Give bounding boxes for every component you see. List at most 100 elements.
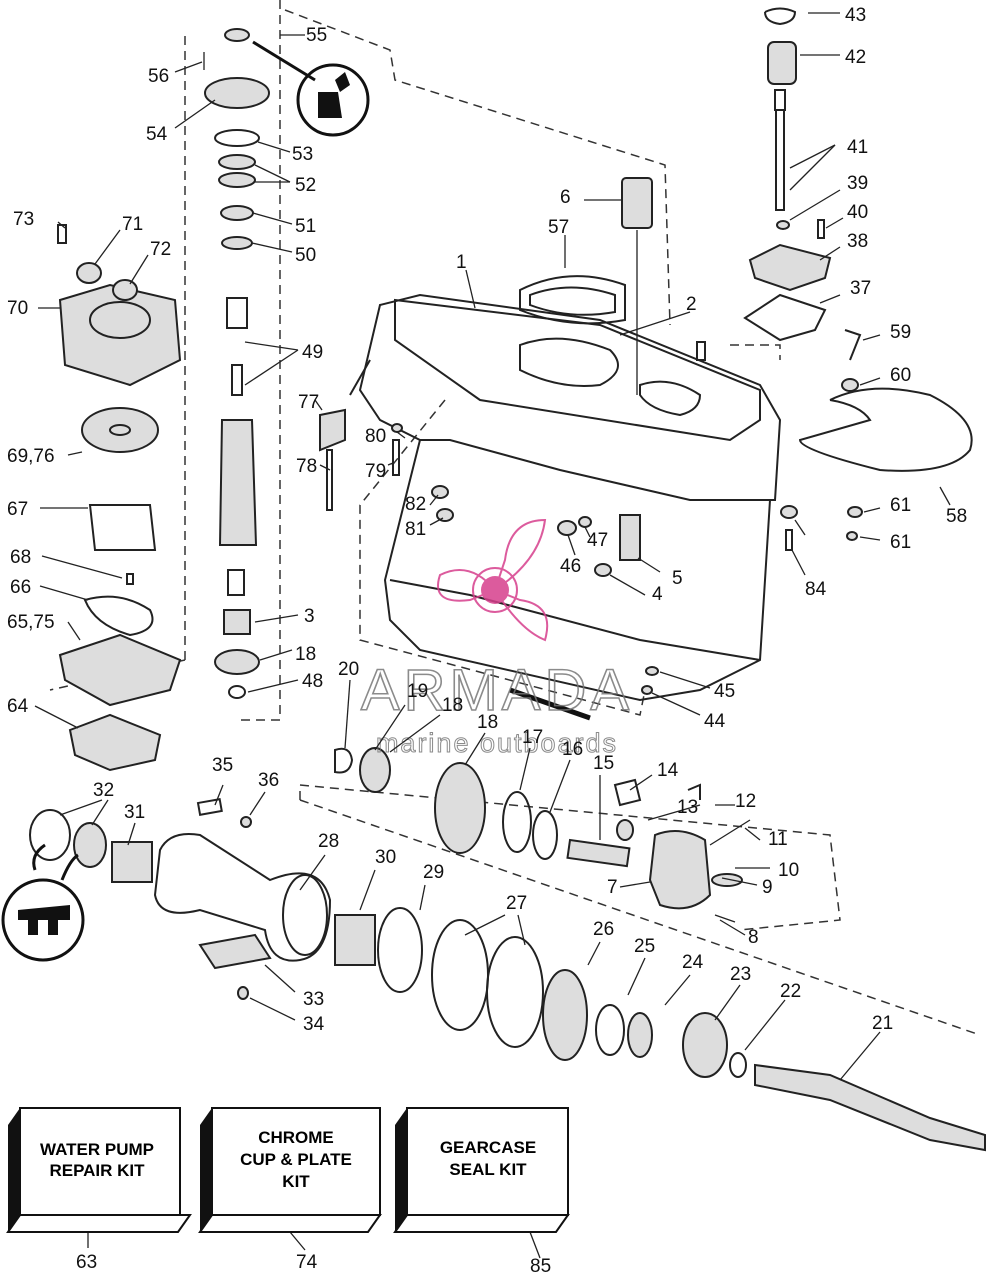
callout-38: 37	[850, 278, 871, 299]
callout-65-75: 65,75	[7, 612, 55, 633]
callout-28: 27	[506, 893, 527, 914]
callout-83: 84	[805, 579, 827, 600]
callout-30: 29	[423, 862, 444, 883]
leader-lines	[34, 12, 951, 1259]
propeller-shaft-assembly	[334, 747, 751, 923]
callout-54: 53	[292, 144, 313, 165]
watermark-brand: ARMADA	[361, 658, 633, 723]
water-pump-parts	[57, 224, 182, 772]
callout-79: 79	[365, 461, 386, 482]
callout-71: 71	[122, 214, 143, 235]
bearing-carrier-assembly	[29, 798, 986, 1152]
callout-16: 16	[562, 739, 583, 760]
grease-tube-icon	[1, 843, 85, 962]
callout-39: 38	[847, 231, 868, 252]
callout-53: 52	[295, 175, 316, 196]
gearcase-housing	[349, 293, 782, 702]
callout-7: 7	[607, 877, 618, 898]
callout-labels: 43 42 41 39 40 38 37 59 60 58 61 61 84 6…	[7, 5, 967, 1035]
callout-80: 80	[365, 426, 386, 447]
callout-32: 31	[124, 802, 145, 823]
callout-58: 57	[548, 217, 569, 238]
callout-56: 55	[306, 25, 327, 46]
callout-66: 66	[10, 577, 31, 598]
callout-77: 77	[298, 392, 319, 413]
callout-82: 82	[405, 494, 426, 515]
callout-27: 26	[593, 919, 614, 940]
callout-20: 19	[407, 681, 428, 702]
kit-number-63: 63	[76, 1252, 97, 1273]
callout-64: 64	[7, 696, 29, 717]
callout-29: 28	[318, 831, 339, 852]
callout-22: 21	[872, 1013, 893, 1034]
callout-15: 15	[593, 753, 614, 774]
callout-3: 3	[304, 606, 315, 627]
callout-13: 13	[677, 797, 698, 818]
callout-19: 18	[442, 695, 463, 716]
callout-45: 44	[704, 711, 726, 732]
callout-44: 43	[845, 5, 866, 26]
callout-72: 72	[150, 239, 171, 260]
callout-35: 34	[303, 1014, 325, 1035]
callout-34: 33	[303, 989, 324, 1010]
propeller-logo-icon	[472, 567, 518, 613]
kit-number-85: 85	[530, 1256, 551, 1273]
watermark: ARMADA marine outboards	[360, 518, 633, 759]
callout-73: 73	[13, 209, 34, 230]
callout-41: 40	[847, 202, 868, 223]
callout-52: 51	[295, 216, 316, 237]
callout-4: 4	[652, 584, 663, 605]
callout-26: 25	[634, 936, 655, 957]
callout-67: 67	[7, 499, 28, 520]
callout-9: 9	[762, 877, 773, 898]
callout-23: 22	[780, 981, 801, 1002]
callout-42: 41	[847, 137, 868, 158]
drive-shaft-stack	[203, 28, 270, 699]
callout-59: 58	[946, 506, 967, 527]
callout-70: 70	[7, 298, 28, 319]
callout-12: 12	[735, 791, 756, 812]
callout-18a: 18	[295, 644, 316, 665]
housing-fittings	[319, 177, 706, 721]
callout-40: 39	[847, 173, 868, 194]
callout-51: 50	[295, 245, 316, 266]
callout-46: 45	[714, 681, 735, 702]
callout-61b: 61	[890, 495, 911, 516]
callout-25: 24	[682, 952, 704, 973]
callout-60: 59	[890, 322, 911, 343]
callout-2: 2	[686, 294, 697, 315]
callout-6: 6	[560, 187, 571, 208]
callout-10: 10	[778, 860, 799, 881]
callout-49: 48	[302, 671, 323, 692]
callout-43: 42	[845, 47, 866, 68]
callout-69-76: 69,76	[7, 446, 55, 467]
callout-47: 46	[560, 556, 581, 577]
callout-37: 36	[258, 770, 279, 791]
callout-8: 8	[748, 927, 759, 948]
dashed-boundaries	[49, 0, 981, 1036]
callout-68: 68	[10, 547, 31, 568]
kit-number-74: 74	[296, 1252, 318, 1273]
callout-14: 14	[657, 760, 679, 781]
callout-5: 5	[672, 568, 683, 589]
callout-24: 23	[730, 964, 751, 985]
callout-21: 20	[338, 659, 359, 680]
callout-1: 1	[456, 252, 467, 273]
callout-17: 17	[522, 727, 543, 748]
callout-31: 30	[375, 847, 396, 868]
callout-11: 11	[768, 829, 788, 850]
callout-55: 54	[146, 124, 168, 145]
callout-33: 32	[93, 780, 114, 801]
callout-36: 35	[212, 755, 233, 776]
sealant-tube-icon	[252, 40, 370, 137]
callout-81: 81	[405, 519, 426, 540]
callout-62: 61	[890, 532, 911, 553]
callout-48: 47	[587, 530, 608, 551]
callout-61: 60	[890, 365, 911, 386]
